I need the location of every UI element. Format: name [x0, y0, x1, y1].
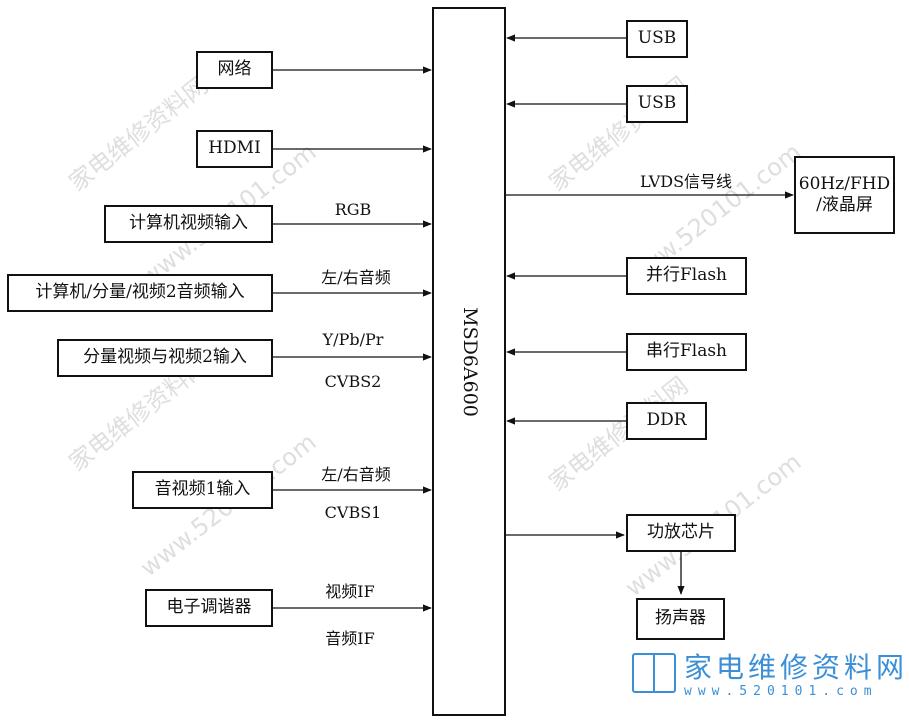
lcd-panel-line1: 60Hz/FHD	[798, 173, 891, 194]
pc-audio-input-box: 计算机/分量/视频2音频输入	[7, 274, 273, 312]
site-logo: 家电维修资料网 www.520101.com	[632, 646, 908, 699]
network-box: 网络	[196, 51, 273, 89]
logo-name: 家电维修资料网	[684, 651, 909, 684]
serial-flash-box: 串行Flash	[626, 333, 747, 371]
chip-label: MSD6A600	[459, 307, 481, 417]
logo-url: www.520101.com	[684, 684, 878, 699]
msd6a600-chip	[432, 7, 506, 716]
amplifier-chip-box: 功放芯片	[626, 514, 736, 552]
av1-input-box: 音视频1输入	[132, 471, 273, 509]
speaker-box: 扬声器	[636, 598, 725, 640]
component-video-input-box: 分量视频与视频2输入	[57, 339, 273, 377]
signal-label-lvds: LVDS信号线	[639, 172, 733, 191]
signal-label-cvbs2: CVBS2	[324, 372, 382, 391]
usb-box: USB	[626, 85, 688, 123]
usb-box: USB	[626, 20, 688, 58]
lcd-panel-box: 60Hz/FHD /液晶屏	[794, 156, 895, 234]
parallel-flash-box: 并行Flash	[626, 257, 747, 295]
signal-label-rgb: RGB	[334, 200, 372, 219]
hdmi-box: HDMI	[196, 130, 273, 168]
signal-label-ypbpr: Y/Pb/Pr	[322, 330, 384, 349]
signal-label-audio-if: 音频IF	[325, 629, 375, 648]
ddr-box: DDR	[626, 402, 707, 440]
signal-label-video-if: 视频IF	[325, 582, 375, 601]
tuner-box: 电子调谐器	[145, 589, 273, 627]
book-icon	[632, 652, 676, 693]
signal-label-cvbs1: CVBS1	[324, 503, 382, 522]
signal-label-lr-audio: 左/右音频	[321, 465, 391, 484]
pc-video-input-box: 计算机视频输入	[104, 205, 273, 243]
lcd-panel-line2: /液晶屏	[816, 195, 873, 215]
signal-label-lr-audio: 左/右音频	[321, 268, 391, 287]
